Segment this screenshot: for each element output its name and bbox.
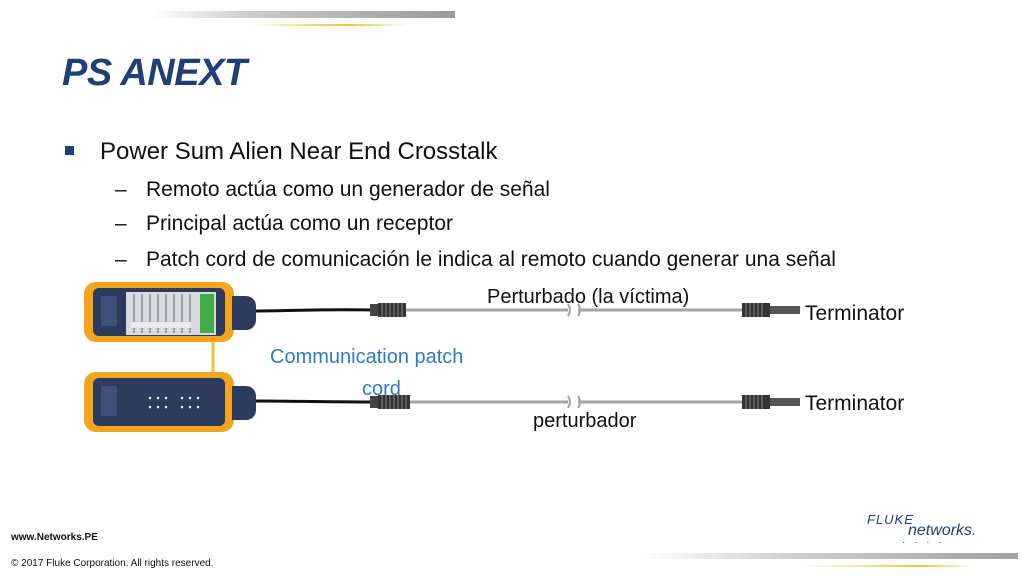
brand-logo-networks: networks. xyxy=(908,522,977,539)
upper-cable-link xyxy=(255,303,800,317)
sub-bullet-dash: – xyxy=(115,248,127,271)
sub-bullet-dash: – xyxy=(115,178,127,201)
bottom-decor-bar xyxy=(640,553,1018,559)
footer-website: www.Networks.PE xyxy=(11,532,98,543)
square-bullet-icon xyxy=(65,146,74,155)
slide-title: PS ANEXT xyxy=(62,52,247,94)
top-accent-line xyxy=(250,24,410,26)
cable-tester-main-icon xyxy=(84,282,256,342)
sub-bullet-2: Principal actúa como un receptor xyxy=(146,212,453,235)
cable-tester-remote-icon xyxy=(84,372,256,432)
victim-cable-label: Perturbado (la víctima) xyxy=(487,286,690,308)
sub-bullet-3: Patch cord de comunicación le indica al … xyxy=(146,248,836,271)
sub-bullet-1: Remoto actúa como un generador de señal xyxy=(146,178,550,201)
brand-logo-dots: · · · · xyxy=(902,537,945,548)
sub-bullet-dash: – xyxy=(115,212,127,235)
bottom-accent-line xyxy=(800,565,975,567)
terminator-label-bottom: Terminator xyxy=(805,392,905,415)
top-decor-bar xyxy=(150,11,455,18)
disturber-cable-label: perturbador xyxy=(533,410,637,432)
bullet-main: Power Sum Alien Near End Crosstalk xyxy=(100,138,498,165)
terminator-label-top: Terminator xyxy=(805,302,905,325)
comm-patch-cord-label-line1: Communication patch xyxy=(270,346,464,368)
comm-patch-cord-label-line2: cord xyxy=(362,378,401,400)
brand-logo-fluke: FLUKE xyxy=(867,512,914,527)
footer-copyright: © 2017 Fluke Corporation. All rights res… xyxy=(11,558,214,569)
lower-cable-link xyxy=(255,395,800,409)
